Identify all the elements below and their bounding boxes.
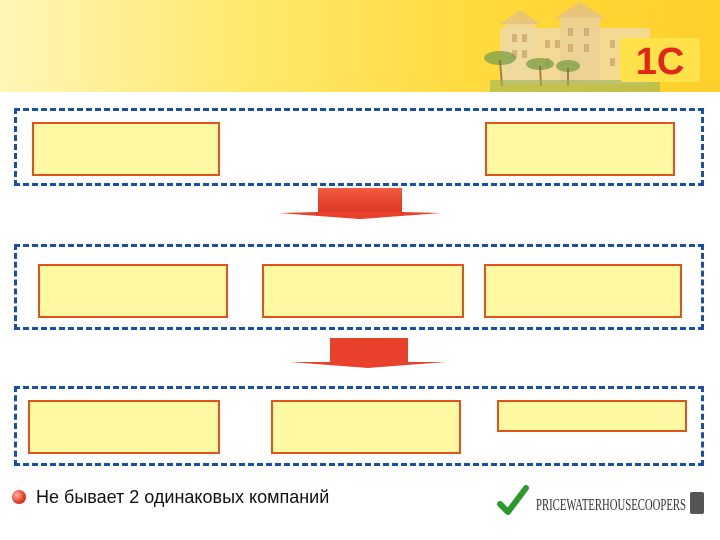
hotel-building-image: [484, 2, 660, 92]
bullet-icon: [12, 490, 26, 504]
down-arrow-2: [290, 338, 446, 368]
group-row-3: [14, 386, 704, 466]
logo-text: 1С: [636, 41, 685, 82]
bullet-text: Не бывает 2 одинаковых компаний: [36, 486, 330, 507]
pwc-logo: PRICEWATERHOUSECOOPERS: [497, 485, 704, 515]
box-row1-right: [485, 122, 675, 176]
box-row2-middle: [262, 264, 464, 318]
1c-logo: 1С: [620, 38, 700, 82]
box-row2-right: [484, 264, 682, 318]
box-row3-right: [497, 400, 687, 432]
group-row-1: [14, 108, 704, 186]
checkmark-icon: [497, 485, 529, 515]
bullet-item: Не бывает 2 одинаковых компаний: [12, 484, 329, 510]
box-row3-left: [28, 400, 220, 454]
box-row3-middle: [271, 400, 461, 454]
header-banner: 1С: [0, 0, 720, 92]
box-row1-left: [32, 122, 220, 176]
group-row-2: [14, 244, 704, 330]
down-arrow-1: [280, 188, 440, 219]
box-row2-left: [38, 264, 228, 318]
pwc-badge-icon: [690, 492, 704, 514]
pwc-logo-text: PRICEWATERHOUSECOOPERS: [536, 495, 686, 514]
